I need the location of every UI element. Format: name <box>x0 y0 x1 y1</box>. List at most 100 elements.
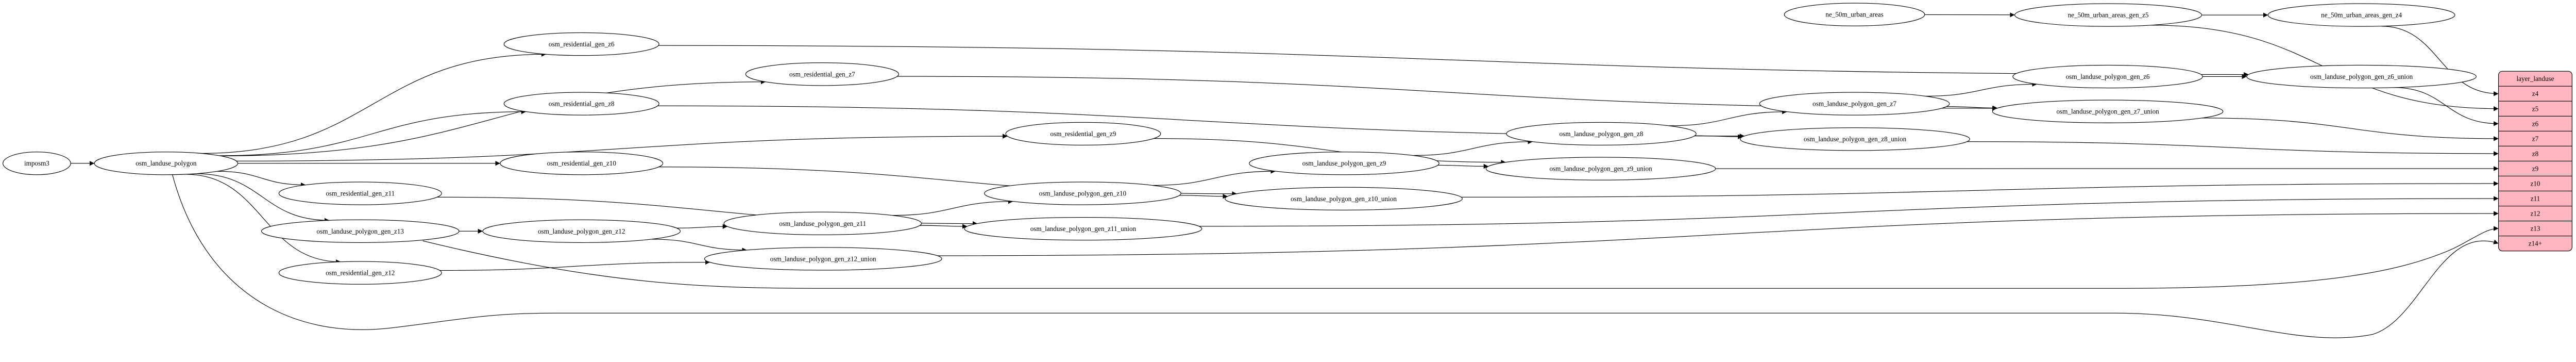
node-label: osm_residential_gen_z11 <box>326 189 395 197</box>
edge-ne_50m_urban_areas_gen_z4-to-layer_landuse-z4 <box>2381 26 2499 96</box>
node-osm_landuse_polygon_gen_z9_union[interactable]: osm_landuse_polygon_gen_z9_union <box>1485 157 1716 180</box>
node-imposm3[interactable]: imposm3 <box>3 152 71 175</box>
edge-osm_landuse_polygon_gen_z9-to-osm_landuse_polygon_gen_z9_union <box>1437 163 1489 169</box>
node-osm_landuse_polygon_gen_z12[interactable]: osm_landuse_polygon_gen_z12 <box>482 219 681 243</box>
node-osm_landuse_polygon_gen_z7_union[interactable]: osm_landuse_polygon_gen_z7_union <box>1992 100 2224 123</box>
node-ellipse <box>261 219 460 243</box>
node-label: ne_50m_urban_areas_gen_z4 <box>2321 11 2402 19</box>
edge-osm_landuse_polygon_gen_z8-to-osm_landuse_polygon_gen_z7 <box>1669 109 1787 126</box>
layer-field-z8[interactable]: z8 <box>2532 150 2539 157</box>
node-osm_landuse_polygon_gen_z8_union[interactable]: osm_landuse_polygon_gen_z8_union <box>1740 127 1970 151</box>
layer-field-z6[interactable]: z6 <box>2532 120 2539 127</box>
node-ellipse <box>503 32 659 56</box>
edge-osm_landuse_polygon-to-osm_residential_gen_z9 <box>236 134 1008 161</box>
node-label: osm_residential_gen_z10 <box>547 159 617 167</box>
node-ne_50m_urban_areas_gen_z4[interactable]: ne_50m_urban_areas_gen_z4 <box>2267 3 2455 27</box>
edges <box>71 12 2499 338</box>
edge-osm_landuse_polygon_gen_z7-to-osm_landuse_polygon_gen_z6 <box>1925 81 2037 96</box>
node-osm_landuse_polygon_gen_z10_union[interactable]: osm_landuse_polygon_gen_z10_union <box>1225 187 1463 210</box>
node-osm_residential_gen_z7[interactable]: osm_residential_gen_z7 <box>745 62 899 86</box>
edge-osm_landuse_polygon-to-osm_landuse_polygon_gen_z13 <box>195 173 330 223</box>
node-ellipse <box>1249 152 1439 175</box>
edge-osm_landuse_polygon_gen_z8_union-to-layer_landuse-z8 <box>1967 141 2499 156</box>
edge-osm_landuse_polygon_gen_z11-to-osm_landuse_polygon_gen_z10 <box>892 199 1013 216</box>
layer-field-z14+[interactable]: z14+ <box>2529 240 2542 248</box>
layer-field-z4[interactable]: z4 <box>2532 90 2539 97</box>
node-osm_residential_gen_z8[interactable]: osm_residential_gen_z8 <box>503 92 659 116</box>
node-label: osm_residential_gen_z8 <box>549 100 615 108</box>
edge-osm_landuse_polygon-to-osm_residential_gen_z6 <box>200 52 547 154</box>
edge-osm_landuse_polygon_gen_z7_union-to-layer_landuse-z7 <box>2202 118 2499 141</box>
node-label: osm_landuse_polygon_gen_z11 <box>779 220 866 227</box>
node-ne_50m_urban_areas_gen_z5[interactable]: ne_50m_urban_areas_gen_z5 <box>2014 3 2202 27</box>
node-osm_residential_gen_z11[interactable]: osm_residential_gen_z11 <box>278 182 442 205</box>
node-ellipse <box>482 219 681 243</box>
node-ellipse <box>2246 64 2477 89</box>
layer-field-z5[interactable]: z5 <box>2532 105 2539 112</box>
edge-osm_residential_gen_z9-to-osm_landuse_polygon_gen_z9_union <box>1154 138 1506 165</box>
node-ellipse <box>745 62 899 86</box>
edge-osm_landuse_polygon_gen_z8-to-osm_landuse_polygon_gen_z8_union <box>1694 134 1743 139</box>
edge-osm_landuse_polygon_gen_z11_union-to-layer_landuse-z11 <box>1199 196 2499 227</box>
node-ellipse <box>500 152 664 175</box>
node-ellipse <box>278 261 442 285</box>
node-label: osm_landuse_polygon_gen_z12 <box>538 227 625 235</box>
node-ellipse <box>94 152 239 175</box>
node-osm_residential_gen_z12[interactable]: osm_residential_gen_z12 <box>278 261 442 285</box>
edge-osm_landuse_polygon_gen_z12-to-osm_landuse_polygon_gen_z11 <box>676 224 728 229</box>
layer-field-z11[interactable]: z11 <box>2531 195 2540 203</box>
node-osm_landuse_polygon_gen_z11_union[interactable]: osm_landuse_polygon_gen_z11_union <box>964 217 1202 241</box>
nodes: imposm3 osm_landuse_polygon osm_residentia… <box>3 3 2477 285</box>
edge-osm_landuse_polygon_gen_z13-to-layer_landuse-z13 <box>422 226 2499 289</box>
node-ellipse <box>704 247 942 271</box>
node-ellipse <box>1992 100 2224 123</box>
node-ellipse <box>984 182 1181 205</box>
node-label: osm_landuse_polygon_gen_z10 <box>1039 189 1127 197</box>
node-label: osm_residential_gen_z12 <box>326 269 395 277</box>
node-ellipse <box>278 182 442 205</box>
node-label: osm_landuse_polygon_gen_z9 <box>1302 159 1386 167</box>
node-osm_landuse_polygon_gen_z7[interactable]: osm_landuse_polygon_gen_z7 <box>1759 92 1950 116</box>
node-label: ne_50m_urban_areas_gen_z5 <box>2068 11 2149 19</box>
node-ellipse <box>2014 3 2202 27</box>
node-label: osm_landuse_polygon <box>135 159 197 167</box>
layer-field-z7[interactable]: z7 <box>2532 135 2539 142</box>
node-osm_landuse_polygon_gen_z13[interactable]: osm_landuse_polygon_gen_z13 <box>261 219 460 243</box>
node-label: osm_landuse_polygon_gen_z13 <box>317 227 404 235</box>
node-ellipse <box>1759 92 1950 116</box>
layer-field-z10[interactable]: z10 <box>2530 179 2540 187</box>
node-osm_residential_gen_z9[interactable]: osm_residential_gen_z9 <box>1005 122 1161 146</box>
node-osm_landuse_polygon_gen_z11[interactable]: osm_landuse_polygon_gen_z11 <box>723 211 922 235</box>
layer-field-z9[interactable]: z9 <box>2532 164 2539 172</box>
node-ellipse <box>1740 127 1970 151</box>
node-label: osm_landuse_polygon_gen_z8 <box>1560 130 1643 138</box>
node-osm_landuse_polygon_gen_z12_union[interactable]: osm_landuse_polygon_gen_z12_union <box>704 247 942 271</box>
edge-osm_landuse_polygon-to-osm_residential_gen_z7 <box>221 79 766 156</box>
edge-osm_landuse_polygon_gen_z7-to-osm_landuse_polygon_gen_z7_union <box>1946 105 1998 111</box>
node-osm_residential_gen_z6[interactable]: osm_residential_gen_z6 <box>503 32 659 56</box>
edge-osm_landuse_polygon-to-osm_residential_gen_z12 <box>185 174 341 265</box>
layer-field-z13[interactable]: z13 <box>2530 225 2540 233</box>
node-ellipse <box>1485 157 1716 180</box>
layer-title: layer_landuse <box>2516 75 2554 83</box>
edge-osm_landuse_polygon_gen_z10-to-osm_landuse_polygon_gen_z9 <box>1152 169 1276 186</box>
layer-field-z12[interactable]: z12 <box>2530 210 2540 218</box>
edge-osm_landuse_polygon_gen_z10-to-osm_landuse_polygon_gen_z10_union <box>1179 194 1228 199</box>
node-ellipse <box>2267 3 2455 27</box>
node-label: osm_landuse_polygon_gen_z6_union <box>2310 73 2413 80</box>
node-osm_residential_gen_z10[interactable]: osm_residential_gen_z10 <box>500 152 664 175</box>
node-osm_landuse_polygon_gen_z9[interactable]: osm_landuse_polygon_gen_z9 <box>1249 152 1439 175</box>
node-osm_landuse_polygon_gen_z10[interactable]: osm_landuse_polygon_gen_z10 <box>984 182 1181 205</box>
node-osm_landuse_polygon[interactable]: osm_landuse_polygon <box>94 152 239 175</box>
node-osm_landuse_polygon_gen_z6_union[interactable]: osm_landuse_polygon_gen_z6_union <box>2246 64 2477 89</box>
node-label: osm_landuse_polygon_gen_z9_union <box>1549 165 1652 173</box>
node-ne_50m_urban_areas[interactable]: ne_50m_urban_areas <box>1784 3 1925 26</box>
edge-osm_landuse_polygon_gen_z12-to-osm_landuse_polygon_gen_z12_union <box>651 239 747 253</box>
node-ellipse <box>1225 187 1463 210</box>
node-ellipse <box>1005 122 1161 146</box>
node-label: osm_residential_gen_z6 <box>549 40 615 48</box>
node-osm_landuse_polygon_gen_z6[interactable]: osm_landuse_polygon_gen_z6 <box>2012 64 2203 89</box>
node-ellipse <box>3 152 71 175</box>
node-osm_landuse_polygon_gen_z8[interactable]: osm_landuse_polygon_gen_z8 <box>1506 122 1697 146</box>
node-ellipse <box>964 217 1202 241</box>
